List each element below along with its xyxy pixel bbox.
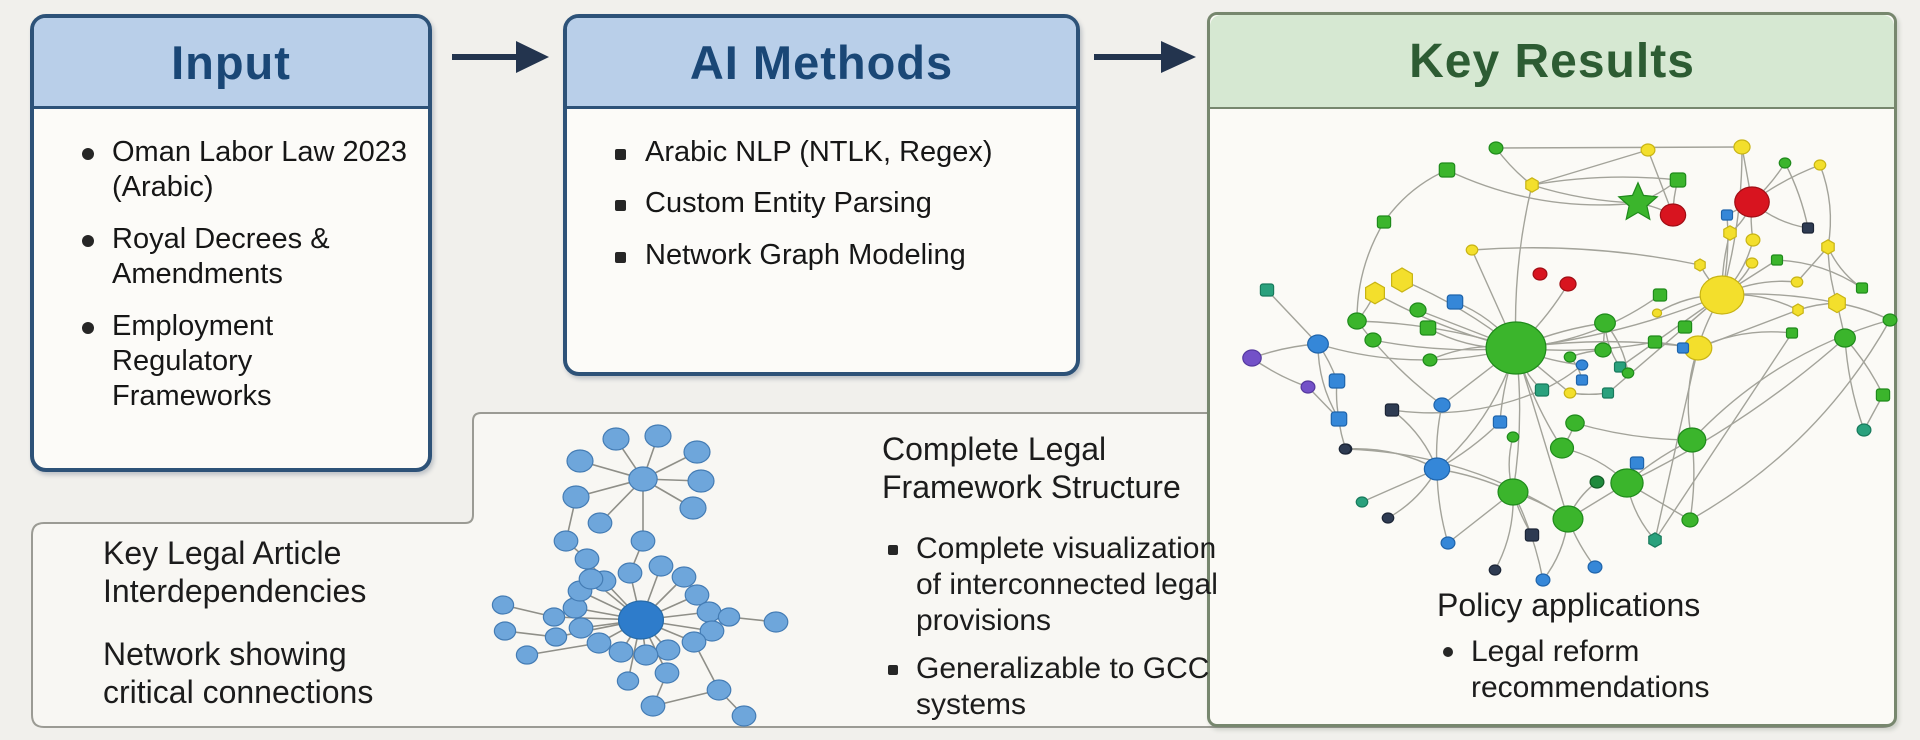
blue-network-node [630, 530, 656, 552]
blue-network-node [608, 641, 634, 663]
ai-methods-box-title: AI Methods [689, 35, 954, 89]
blue-network-node [717, 607, 741, 627]
blue-network-node [578, 568, 604, 590]
blue-network-node [493, 621, 517, 641]
blue-network-node [687, 469, 715, 493]
bullet-item: Network Graph Modeling [607, 238, 1058, 273]
bullet-item: Employment Regulatory Frameworks [74, 309, 410, 415]
blue-network-node [602, 427, 630, 451]
input-box-header: Input [34, 18, 428, 109]
bullet-item: Generalizable to GCC systems [882, 651, 1227, 723]
blue-network-node [587, 512, 613, 534]
blue-network-node [553, 530, 579, 552]
middle-annotation: Complete Legal Framework Structure Compl… [882, 430, 1227, 735]
blue-network-node [567, 580, 593, 602]
blue-network-node [562, 597, 588, 619]
blue-hub-network [491, 424, 789, 727]
blue-network-node [706, 679, 732, 701]
blue-network-node [763, 611, 789, 633]
bullet-item: Legal reform recommendations [1437, 634, 1777, 706]
blue-network-node [562, 485, 590, 509]
blue-network-node [644, 424, 672, 448]
blue-network-node [628, 466, 658, 492]
middle-annotation-heading: Complete Legal Framework Structure [882, 431, 1181, 506]
blue-network-node [616, 671, 640, 691]
key-results-box-title: Key Results [1409, 34, 1695, 88]
blue-network-node [684, 584, 710, 606]
blue-network-node [731, 705, 757, 727]
blue-network-node [679, 496, 707, 520]
left-annotation: Key Legal Article Interdependencies Netw… [103, 534, 433, 736]
blue-network-node [648, 555, 674, 577]
blue-network-node [544, 627, 568, 647]
flow-arrow [1094, 41, 1196, 73]
ai-methods-box-header: AI Methods [567, 18, 1076, 109]
left-annotation-line: Network showing critical connections [103, 635, 374, 711]
blue-network-node [617, 562, 643, 584]
middle-annotation-bullets: Complete visualization of interconnected… [882, 531, 1227, 723]
blue-network-node [586, 632, 612, 654]
left-annotation-line: Key Legal Article Interdependencies [103, 535, 367, 610]
blue-network-node [683, 440, 711, 464]
blue-network-node [640, 695, 666, 717]
blue-network-node [654, 662, 680, 684]
blue-network-node [655, 639, 681, 661]
blue-network-node [591, 570, 617, 592]
input-bullet-list: Oman Labor Law 2023 (Arabic) Royal Decree… [34, 109, 428, 415]
flow-arrow [452, 41, 549, 73]
blue-network-node [633, 644, 659, 666]
blue-network-node [681, 631, 707, 653]
input-box-title: Input [171, 35, 291, 89]
bullet-item: Complete visualization of interconnected… [882, 531, 1227, 639]
bullet-item: Royal Decrees & Amendments [74, 222, 410, 293]
right-annotation-bullets: Legal reform recommendations [1437, 634, 1777, 706]
blue-network-node [542, 607, 566, 627]
right-annotation-heading: Policy applications [1437, 587, 1701, 623]
bullet-item: Oman Labor Law 2023 (Arabic) [74, 135, 410, 206]
blue-network-node [574, 548, 600, 570]
blue-network-node [566, 449, 594, 473]
bullet-item: Custom Entity Parsing [607, 186, 1058, 221]
blue-network-node [568, 617, 594, 639]
key-results-box-header: Key Results [1210, 15, 1894, 109]
bullet-item: Arabic NLP (NTLK, Regex) [607, 135, 1058, 170]
blue-network-node [696, 601, 722, 623]
ai-methods-bullet-list: Arabic NLP (NTLK, Regex) Custom Entity Pa… [567, 109, 1076, 273]
blue-network-node [671, 566, 697, 588]
input-box: Input Oman Labor Law 2023 (Arabic) Royal … [30, 14, 432, 472]
ai-methods-box: AI Methods Arabic NLP (NTLK, Regex) Custo… [563, 14, 1080, 376]
blue-network-node [515, 645, 539, 665]
right-annotation: Policy applications Legal reform recomme… [1437, 586, 1777, 718]
blue-network-hub-node [617, 600, 665, 640]
blue-network-node [699, 620, 725, 642]
blue-network-node [491, 595, 515, 615]
